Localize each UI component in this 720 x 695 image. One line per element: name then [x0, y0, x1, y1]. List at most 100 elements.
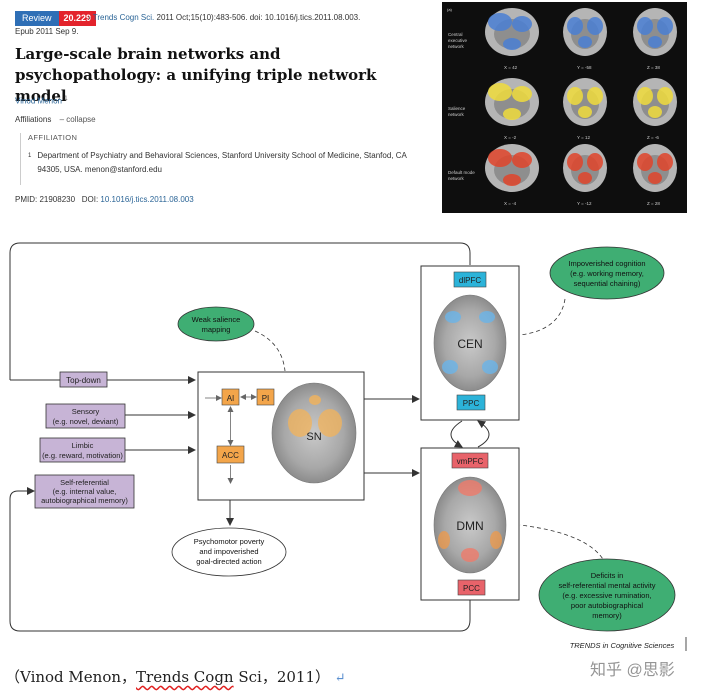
impoverished-cognition-connector — [519, 298, 566, 336]
network-label-dmn: Default mode network — [448, 170, 475, 181]
citation-details: 2011 Oct;15(10):483-506. doi: 10.1016/j.… — [154, 13, 361, 22]
deficits-detail: poor autobiographical — [571, 601, 643, 610]
journal-link[interactable]: Trends Cogn Sci. — [92, 13, 155, 22]
citation-rest: Sci，2011） — [233, 668, 331, 686]
ai-label: AI — [227, 394, 235, 403]
return-mark-icon: ↵ — [334, 671, 346, 686]
affiliations-toggle[interactable]: Affiliations – collapse — [15, 115, 96, 124]
limbic-box — [39, 437, 126, 463]
brain-networks-figure: (a) Central executive network Salience n… — [442, 2, 687, 213]
weak-salience-connector — [254, 330, 286, 372]
ppc-box — [456, 394, 486, 411]
dmn-activation — [438, 531, 450, 549]
brain-slice — [633, 8, 677, 56]
slice-coordinate-label: Z = 28 — [647, 201, 660, 206]
review-badge[interactable]: Review — [15, 11, 59, 26]
identifiers: PMID: 21908230 DOI: 10.1016/j.tics.2011.… — [15, 195, 194, 204]
brain-slice — [633, 78, 677, 126]
psychomotor-label: Psychomotor poverty — [194, 537, 265, 546]
affiliation-item: 1 Department of Psychiatry and Behaviora… — [28, 149, 428, 177]
pi-label: PI — [262, 394, 270, 403]
slice-coordinate-label: Z = -6 — [647, 135, 659, 140]
impoverished-cognition-label: Impoverished cognition — [568, 259, 645, 268]
acc-label: ACC — [222, 451, 239, 460]
dmn-brain-image — [433, 476, 507, 574]
dmn-cen-loop — [477, 420, 490, 448]
sn-activation — [288, 409, 312, 437]
brain-slice — [563, 78, 607, 126]
slice-coordinate-label: X = -2 — [504, 135, 517, 140]
dmn-activation — [461, 548, 479, 562]
cen-activation — [479, 311, 495, 323]
pcc-box — [457, 579, 486, 596]
brain-slices-svg — [485, 8, 677, 192]
impoverished-cognition-detail: (e.g. working memory, — [570, 269, 644, 278]
self-referential-detail: (e.g. internal value, — [53, 487, 117, 496]
dmn-label: DMN — [456, 519, 483, 533]
self-referential-detail: autobiographical memory) — [41, 496, 128, 505]
top-feedback-loop — [9, 242, 471, 380]
author-link[interactable]: Vinod Menon 1 — [15, 96, 68, 106]
paper-title: Large-scale brain networks and psychopat… — [15, 45, 377, 105]
deficits-ellipse — [538, 558, 676, 632]
cen-activation — [445, 311, 461, 323]
limbic-label: Limbic — [72, 441, 94, 450]
ai-box — [221, 388, 240, 406]
panel-letter: (a) — [447, 7, 452, 12]
slice-coordinate-label: Y = 12 — [577, 135, 591, 140]
dmn-activation — [458, 480, 482, 496]
brain-slice — [485, 144, 539, 192]
cen-activation — [482, 360, 498, 374]
psychomotor-detail: goal-directed action — [196, 557, 261, 566]
sensory-detail: (e.g. novel, deviant) — [53, 417, 119, 426]
citation-line: › Trends Cogn Sci. 2011 Oct;15(10):483-5… — [88, 13, 360, 22]
network-label-sn: Salience network — [448, 106, 466, 117]
author-name[interactable]: Vinod Menon — [15, 96, 62, 106]
sn-label: SN — [306, 431, 321, 443]
cen-dmn-loop — [450, 420, 463, 448]
deficits-detail: self-referential mental activity — [558, 581, 655, 590]
sensory-label: Sensory — [72, 407, 100, 416]
deficits-label: Deficits in — [591, 571, 624, 580]
journal-credit: TRENDS in Cognitive Sciences — [570, 641, 675, 650]
affiliations-label[interactable]: Affiliations — [15, 115, 52, 124]
bottom-feedback-loop — [9, 487, 471, 632]
top-down-label: Top-down — [66, 376, 101, 385]
affiliation-section: AFFILIATION 1 Department of Psychiatry a… — [20, 133, 428, 185]
dlpfc-label: dlPFC — [459, 276, 481, 285]
psychomotor-detail: and impoverished — [199, 547, 258, 556]
triple-network-diagram: SN AI PI ACC CEN dlPFC PPC DMN vmPFC PCC… — [0, 235, 720, 655]
cen-activation — [442, 360, 458, 374]
sn-activation — [318, 409, 342, 437]
vmpfc-label: vmPFC — [457, 457, 484, 466]
acc-box — [216, 445, 245, 464]
collapse-button[interactable]: – collapse — [59, 115, 96, 124]
sensory-box — [45, 403, 126, 429]
dlpfc-box — [453, 271, 487, 288]
slice-coordinate-label: Y = -12 — [577, 201, 592, 206]
sn-activation — [309, 395, 321, 405]
slice-coordinate-label: Y = -58 — [577, 65, 592, 70]
deficits-detail: (e.g. excessive rumination, — [562, 591, 651, 600]
watermark: 知乎 @思影 — [590, 662, 675, 679]
pi-box — [256, 388, 275, 406]
epub-date: Epub 2011 Sep 9. — [15, 27, 79, 36]
slice-coordinate-label: Z = 38 — [647, 65, 660, 70]
self-referential-box — [34, 474, 135, 509]
doi-label: DOI: — [81, 195, 99, 204]
slice-coordinate-label: X = -4 — [504, 201, 517, 206]
doi-link[interactable]: 10.1016/j.tics.2011.08.003 — [100, 195, 194, 204]
chevron-right-icon: › — [88, 13, 91, 22]
deficits-detail: memory) — [592, 611, 622, 620]
weak-salience-ellipse — [177, 306, 255, 342]
citation-open: （Vinod Menon， — [5, 668, 137, 686]
impoverished-cognition-detail: sequential chaining) — [574, 279, 641, 288]
citation-journal: Trends Cogn — [136, 668, 234, 686]
affiliation-heading: AFFILIATION — [28, 133, 78, 142]
limbic-detail: (e.g. reward, motivation) — [42, 451, 123, 460]
brain-slice — [633, 144, 677, 192]
cen-label: CEN — [457, 337, 482, 351]
slice-coordinate-label: X = 42 — [504, 65, 518, 70]
psychomotor-ellipse — [171, 527, 287, 577]
network-label-cen: Central executive network — [448, 32, 468, 49]
